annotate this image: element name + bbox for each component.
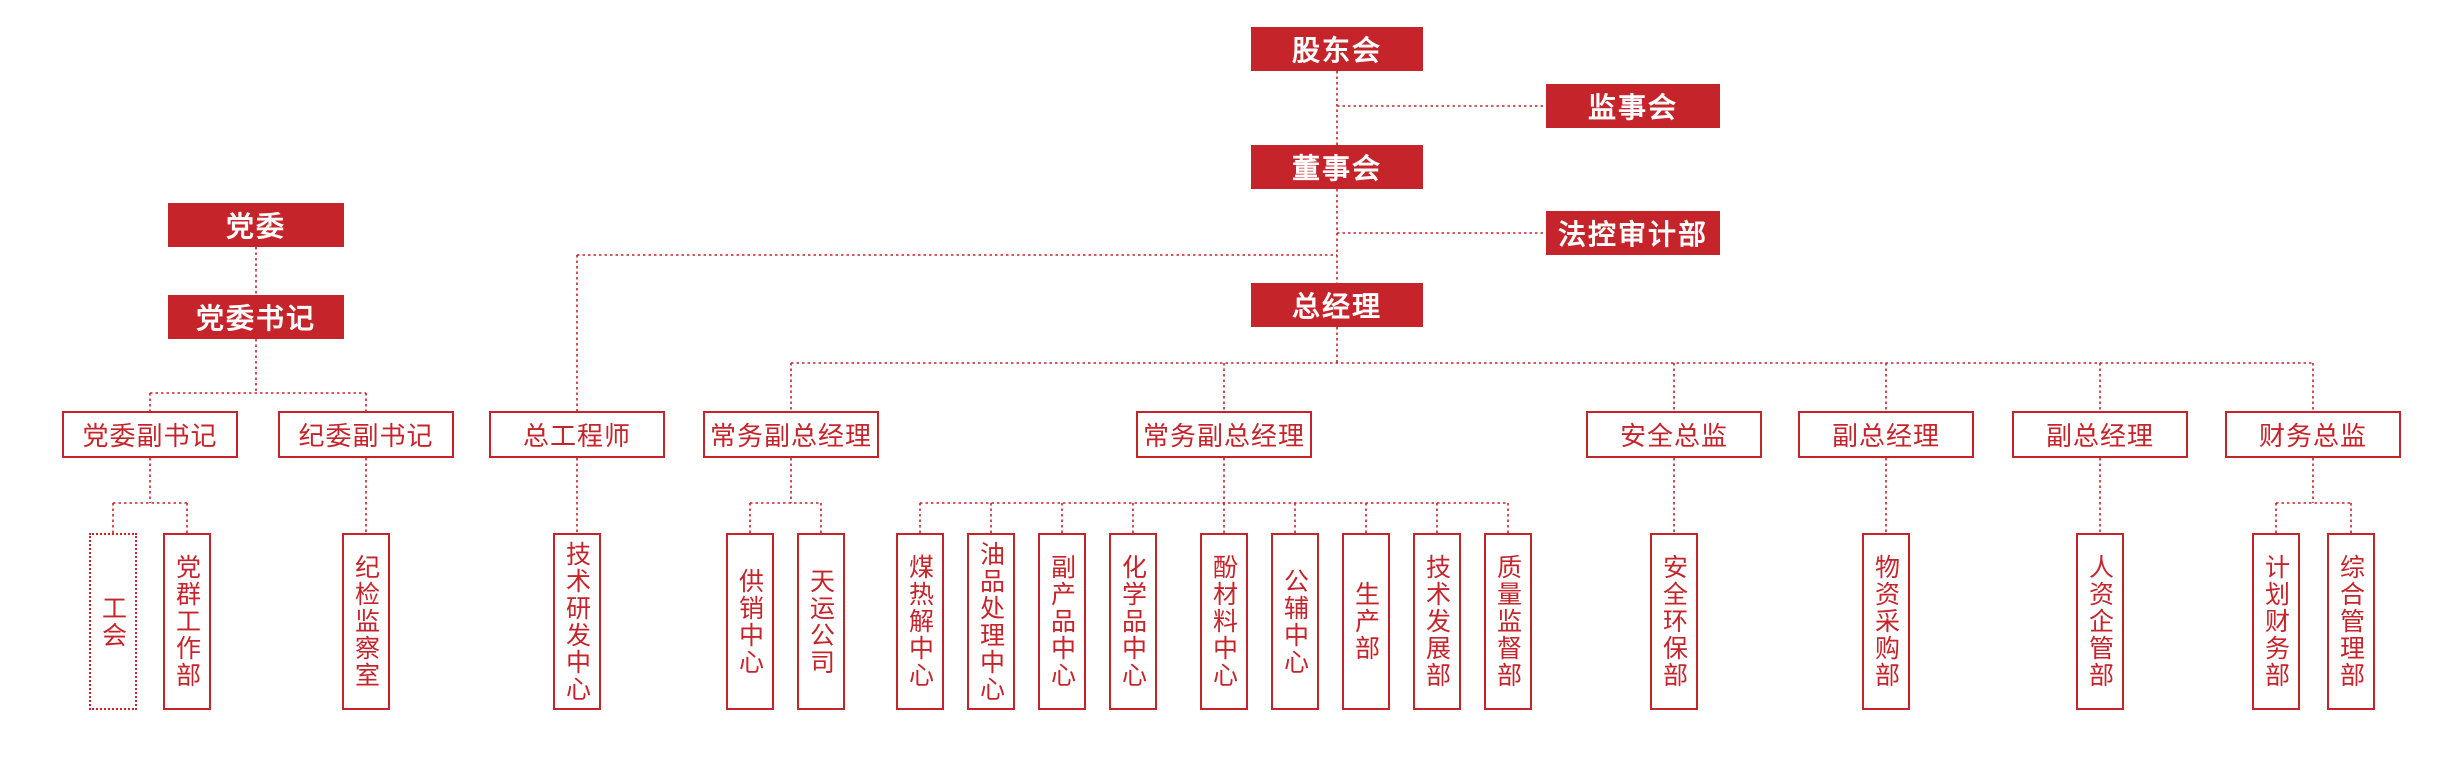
node-label: 安全环保部 bbox=[1659, 554, 1689, 689]
node-label: 公辅中心 bbox=[1280, 567, 1310, 676]
node-party-mass-work-dept: 党群工作部 bbox=[163, 533, 211, 710]
node-chemicals-center: 化学品中心 bbox=[1109, 533, 1157, 710]
node-party-committee: 党委 bbox=[168, 203, 344, 247]
node-coal-pyrolysis-center: 煤热解中心 bbox=[896, 533, 944, 710]
node-label: 化学品中心 bbox=[1118, 554, 1148, 689]
node-label: 质量监督部 bbox=[1493, 554, 1523, 689]
node-phenol-materials-center: 酚材料中心 bbox=[1200, 533, 1248, 710]
node-materials-procurement-dept: 物资采购部 bbox=[1862, 533, 1910, 710]
node-executive-deputy-gm-1: 常务副总经理 bbox=[703, 411, 879, 458]
node-general-manager: 总经理 bbox=[1251, 283, 1423, 327]
node-quality-supervision-dept: 质量监督部 bbox=[1484, 533, 1532, 710]
node-tech-development-dept: 技术发展部 bbox=[1413, 533, 1461, 710]
node-deputy-gm-2: 副总经理 bbox=[2012, 411, 2188, 458]
node-labor-union: 工会 bbox=[89, 533, 137, 710]
node-label: 物资采购部 bbox=[1871, 554, 1901, 689]
node-label: 供销中心 bbox=[735, 567, 765, 676]
node-label: 综合管理部 bbox=[2336, 554, 2366, 689]
node-deputy-party-secretary: 党委副书记 bbox=[62, 411, 238, 458]
node-supply-marketing-center: 供销中心 bbox=[726, 533, 774, 710]
node-label: 油品处理中心 bbox=[976, 540, 1006, 703]
node-discipline-inspection-office: 纪检监察室 bbox=[342, 533, 390, 710]
node-label: 酚材料中心 bbox=[1209, 554, 1239, 689]
node-general-management-dept: 综合管理部 bbox=[2327, 533, 2375, 710]
node-label: 工会 bbox=[98, 594, 128, 649]
node-planning-finance-dept: 计划财务部 bbox=[2252, 533, 2300, 710]
node-label: 人资企管部 bbox=[2085, 554, 2115, 689]
node-label: 党群工作部 bbox=[172, 554, 202, 689]
node-label: 天运公司 bbox=[806, 567, 836, 676]
node-label: 副产品中心 bbox=[1047, 554, 1077, 689]
node-hr-enterprise-mgmt-dept: 人资企管部 bbox=[2076, 533, 2124, 710]
node-deputy-discipline-secretary: 纪委副书记 bbox=[278, 411, 454, 458]
node-label: 技术发展部 bbox=[1422, 554, 1452, 689]
node-label: 煤热解中心 bbox=[905, 554, 935, 689]
node-legal-control-audit-dept: 法控审计部 bbox=[1546, 211, 1720, 255]
node-label: 纪检监察室 bbox=[351, 554, 381, 689]
node-label: 生产部 bbox=[1351, 581, 1381, 662]
node-deputy-gm-1: 副总经理 bbox=[1798, 411, 1974, 458]
node-label: 技术研发中心 bbox=[562, 540, 592, 703]
node-board-of-directors: 董事会 bbox=[1251, 145, 1423, 189]
node-oil-processing-center: 油品处理中心 bbox=[967, 533, 1015, 710]
node-finance-director: 财务总监 bbox=[2225, 411, 2401, 458]
node-utilities-center: 公辅中心 bbox=[1271, 533, 1319, 710]
node-safety-environment-dept: 安全环保部 bbox=[1650, 533, 1698, 710]
node-shareholders-meeting: 股东会 bbox=[1251, 27, 1423, 71]
node-tech-rd-center: 技术研发中心 bbox=[553, 533, 601, 710]
node-tianyun-company: 天运公司 bbox=[797, 533, 845, 710]
node-executive-deputy-gm-2: 常务副总经理 bbox=[1136, 411, 1312, 458]
node-safety-director: 安全总监 bbox=[1586, 411, 1762, 458]
node-byproduct-center: 副产品中心 bbox=[1038, 533, 1086, 710]
node-label: 计划财务部 bbox=[2261, 554, 2291, 689]
node-party-committee-secretary: 党委书记 bbox=[168, 295, 344, 339]
node-supervisory-board: 监事会 bbox=[1546, 84, 1720, 128]
node-chief-engineer: 总工程师 bbox=[489, 411, 665, 458]
node-production-dept: 生产部 bbox=[1342, 533, 1390, 710]
